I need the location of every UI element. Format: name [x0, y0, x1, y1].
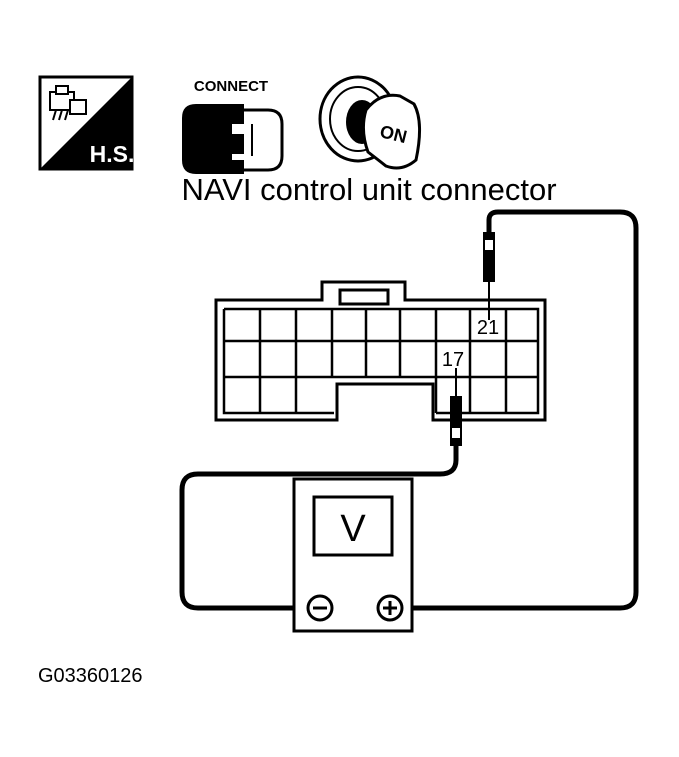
figure-code: G03360126 [38, 665, 143, 687]
ignition-key-icon: ON [318, 75, 421, 170]
diagram-title: NAVI control unit connector [181, 172, 556, 207]
hs-label: H.S. [90, 141, 135, 167]
harness-sheet-icon: H.S. [38, 75, 135, 171]
voltmeter: V [292, 477, 414, 633]
positive-lead-wire [402, 209, 639, 611]
connect-label: CONNECT [194, 78, 268, 95]
meter-display: V [340, 508, 366, 550]
negative-lead-wire [179, 446, 459, 611]
connect-icon: CONNECT [182, 78, 284, 174]
negative-probe [450, 368, 462, 446]
pin-17-label: 17 [442, 349, 464, 371]
navi-connector: 21 17 [214, 280, 547, 422]
pin-21-label: 21 [477, 317, 499, 339]
positive-probe [483, 232, 495, 320]
